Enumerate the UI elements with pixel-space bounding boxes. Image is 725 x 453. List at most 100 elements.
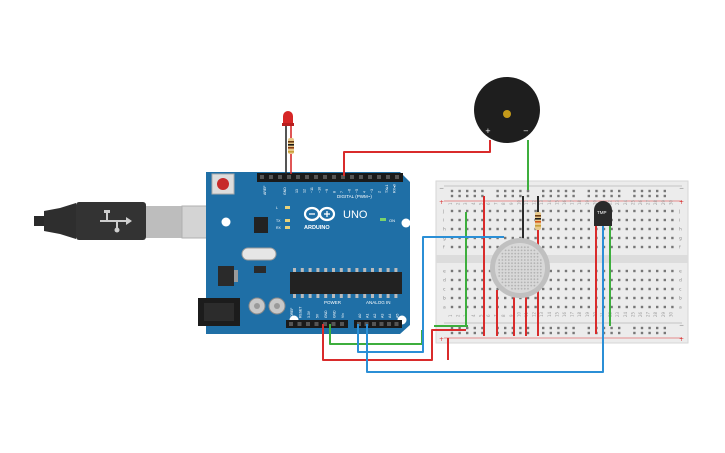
rail-hole[interactable] [458, 194, 461, 198]
usb-cable[interactable] [34, 202, 237, 240]
header-hole[interactable] [340, 322, 344, 326]
rail-hole[interactable] [496, 189, 499, 193]
header-hole[interactable] [331, 322, 336, 326]
header-hole[interactable] [350, 175, 354, 179]
breadboard-hole[interactable] [633, 296, 636, 300]
header-hole[interactable] [278, 175, 282, 179]
breadboard-hole[interactable] [526, 218, 530, 222]
breadboard-hole[interactable] [580, 209, 583, 213]
breadboard-hole[interactable] [450, 296, 454, 300]
rail-hole[interactable] [549, 189, 552, 193]
breadboard-hole[interactable] [549, 278, 552, 282]
header-hole[interactable] [395, 175, 399, 179]
breadboard-hole[interactable] [610, 269, 613, 273]
breadboard-hole[interactable] [580, 245, 583, 249]
header-hole[interactable] [269, 175, 273, 179]
breadboard-hole[interactable] [663, 209, 666, 213]
breadboard-hole[interactable] [640, 269, 644, 273]
breadboard-hole[interactable] [610, 305, 613, 309]
red-led[interactable] [282, 111, 294, 126]
rail-hole[interactable] [526, 326, 530, 330]
rail-hole[interactable] [557, 194, 560, 198]
breadboard-hole[interactable] [671, 209, 674, 213]
breadboard-hole[interactable] [458, 245, 461, 249]
rail-hole[interactable] [466, 331, 469, 335]
rail-hole[interactable] [526, 331, 530, 335]
header-hole[interactable] [394, 322, 399, 326]
breadboard-hole[interactable] [557, 209, 560, 213]
rail-hole[interactable] [458, 189, 461, 193]
breadboard-hole[interactable] [564, 218, 568, 222]
breadboard-hole[interactable] [496, 287, 499, 291]
breadboard-hole[interactable] [640, 236, 644, 240]
breadboard-hole[interactable] [648, 296, 651, 300]
rail-hole[interactable] [549, 194, 552, 198]
rail-hole[interactable] [618, 326, 621, 330]
breadboard-hole[interactable] [610, 278, 613, 282]
breadboard-hole[interactable] [671, 287, 674, 291]
breadboard-hole[interactable] [610, 296, 613, 300]
breadboard-hole[interactable] [504, 227, 507, 231]
breadboard-hole[interactable] [572, 296, 575, 300]
breadboard-hole[interactable] [572, 245, 575, 249]
rail-hole[interactable] [466, 194, 469, 198]
breadboard-hole[interactable] [542, 305, 545, 309]
breadboard-hole[interactable] [663, 278, 666, 282]
breadboard-hole[interactable] [473, 209, 476, 213]
breadboard-hole[interactable] [534, 236, 537, 240]
breadboard-hole[interactable] [504, 236, 507, 240]
breadboard-hole[interactable] [519, 305, 522, 309]
rail-hole[interactable] [640, 189, 644, 193]
rail-hole[interactable] [511, 326, 514, 330]
breadboard-hole[interactable] [648, 305, 651, 309]
breadboard-hole[interactable] [488, 287, 492, 291]
breadboard-hole[interactable] [656, 209, 659, 213]
rail-hole[interactable] [450, 326, 454, 330]
wires[interactable] [322, 140, 611, 373]
breadboard-hole[interactable] [580, 218, 583, 222]
gas-sensor[interactable] [490, 238, 550, 298]
header-hole[interactable] [387, 322, 391, 326]
breadboard-hole[interactable] [549, 245, 552, 249]
breadboard-hole[interactable] [466, 305, 469, 309]
breadboard-hole[interactable] [648, 269, 651, 273]
header-hole[interactable] [314, 322, 319, 326]
rail-hole[interactable] [633, 331, 636, 335]
breadboard-hole[interactable] [488, 227, 492, 231]
breadboard-hole[interactable] [481, 209, 484, 213]
rail-hole[interactable] [572, 326, 575, 330]
breadboard-hole[interactable] [458, 269, 461, 273]
breadboard-hole[interactable] [557, 278, 560, 282]
breadboard-hole[interactable] [572, 305, 575, 309]
breadboard-hole[interactable] [481, 287, 484, 291]
breadboard-hole[interactable] [671, 227, 674, 231]
breadboard-hole[interactable] [557, 296, 560, 300]
rail-hole[interactable] [504, 326, 507, 330]
rail-hole[interactable] [481, 331, 484, 335]
rail-hole[interactable] [466, 189, 469, 193]
breadboard-hole[interactable] [549, 236, 552, 240]
rail-hole[interactable] [610, 189, 613, 193]
rail-hole[interactable] [473, 331, 476, 335]
breadboard-hole[interactable] [564, 296, 568, 300]
breadboard-hole[interactable] [481, 278, 484, 282]
breadboard-hole[interactable] [488, 245, 492, 249]
breadboard-hole[interactable] [496, 227, 499, 231]
rail-hole[interactable] [542, 331, 545, 335]
rail-hole[interactable] [504, 189, 507, 193]
breadboard-hole[interactable] [481, 218, 484, 222]
breadboard-hole[interactable] [481, 305, 484, 309]
breadboard-hole[interactable] [663, 305, 666, 309]
breadboard-hole[interactable] [542, 209, 545, 213]
breadboard-hole[interactable] [625, 269, 628, 273]
header-hole[interactable] [323, 175, 327, 179]
breadboard-hole[interactable] [656, 236, 659, 240]
breadboard-hole[interactable] [640, 209, 644, 213]
breadboard-hole[interactable] [625, 218, 628, 222]
breadboard-hole[interactable] [580, 278, 583, 282]
breadboard-hole[interactable] [625, 245, 628, 249]
breadboard-hole[interactable] [587, 236, 590, 240]
rail-hole[interactable] [587, 331, 590, 335]
breadboard-hole[interactable] [633, 227, 636, 231]
